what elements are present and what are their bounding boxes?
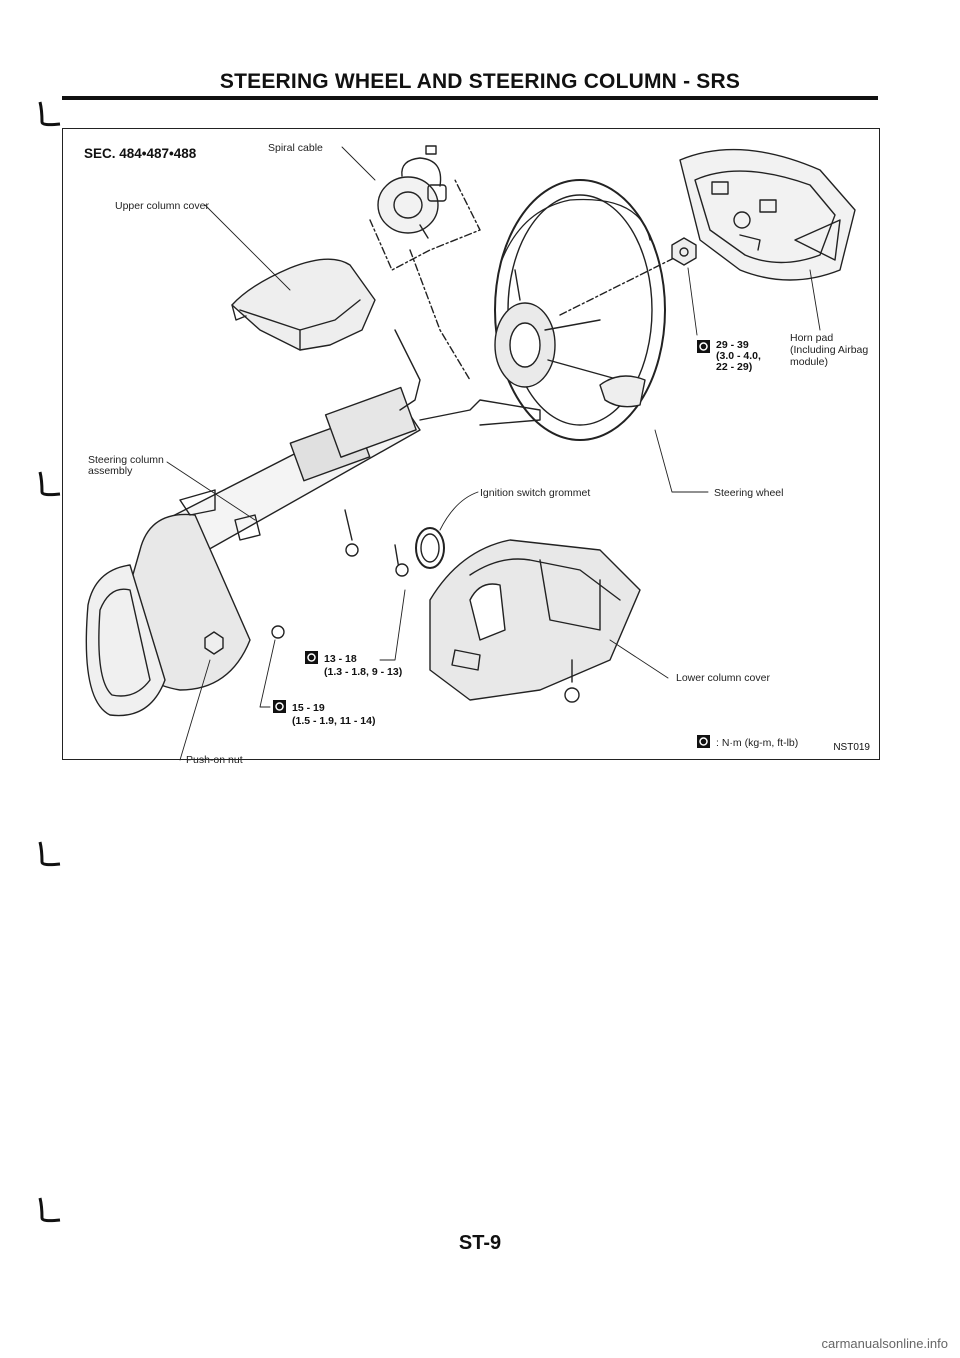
horn-pad-part <box>679 148 856 281</box>
torque-wrench-icon <box>305 651 318 664</box>
page-title: STEERING WHEEL AND STEERING COLUMN - SRS <box>219 70 741 93</box>
section-number: SEC. 484•487•488 <box>84 146 197 161</box>
title-rule <box>62 96 878 100</box>
label-steering-wheel: Steering wheel <box>714 487 784 499</box>
torque-column-nut-nm: 15 - 19 <box>292 702 325 714</box>
torque-legend: : N·m (kg-m, ft-lb) <box>716 737 799 749</box>
torque-wheel-nut-kgm: (3.0 - 4.0, <box>716 350 761 362</box>
label-spiral-cable: Spiral cable <box>268 142 323 154</box>
label-horn-pad-1: Horn pad <box>790 332 834 344</box>
torque-column-bolt-nm: 13 - 18 <box>324 653 357 665</box>
label-steering-column-1: Steering column <box>88 454 164 466</box>
torque-wrench-icon <box>697 340 710 353</box>
torque-wrench-icon <box>273 700 286 713</box>
label-push-on-nut: Push-on nut <box>186 754 243 766</box>
label-steering-column-2: assembly <box>88 465 133 477</box>
torque-column-bolt-kgm: (1.3 - 1.8, 9 - 13) <box>324 666 403 678</box>
torque-wheel-nut-nm: 29 - 39 <box>716 339 749 351</box>
ignition-switch-grommet-part <box>415 527 445 569</box>
torque-column-nut-kgm: (1.5 - 1.9, 11 - 14) <box>292 715 376 727</box>
margin-mark-icon <box>38 1197 61 1223</box>
steering-wheel-part <box>494 179 666 441</box>
lower-column-cover-part <box>429 539 641 701</box>
upper-column-cover-part <box>231 258 376 351</box>
watermark: carmanualsonline.info <box>821 1336 948 1351</box>
margin-mark-icon <box>38 471 61 497</box>
label-upper-column-cover: Upper column cover <box>115 200 209 212</box>
torque-wrench-icon <box>697 735 710 748</box>
label-horn-pad-2: (Including Airbag <box>790 344 869 356</box>
wheel-nut-part <box>671 237 697 266</box>
label-ignition-switch-grommet: Ignition switch grommet <box>480 487 591 499</box>
margin-mark-icon <box>38 841 61 867</box>
margin-mark-icon <box>38 101 61 127</box>
label-lower-column-cover: Lower column cover <box>676 672 770 684</box>
page-number: ST-9 <box>458 1232 502 1254</box>
spiral-cable-part <box>377 145 447 239</box>
torque-wheel-nut-ftlb: 22 - 29) <box>716 361 753 373</box>
figure-code: NST019 <box>833 742 870 753</box>
label-horn-pad-3: module) <box>790 356 828 368</box>
figure-frame <box>62 128 880 760</box>
